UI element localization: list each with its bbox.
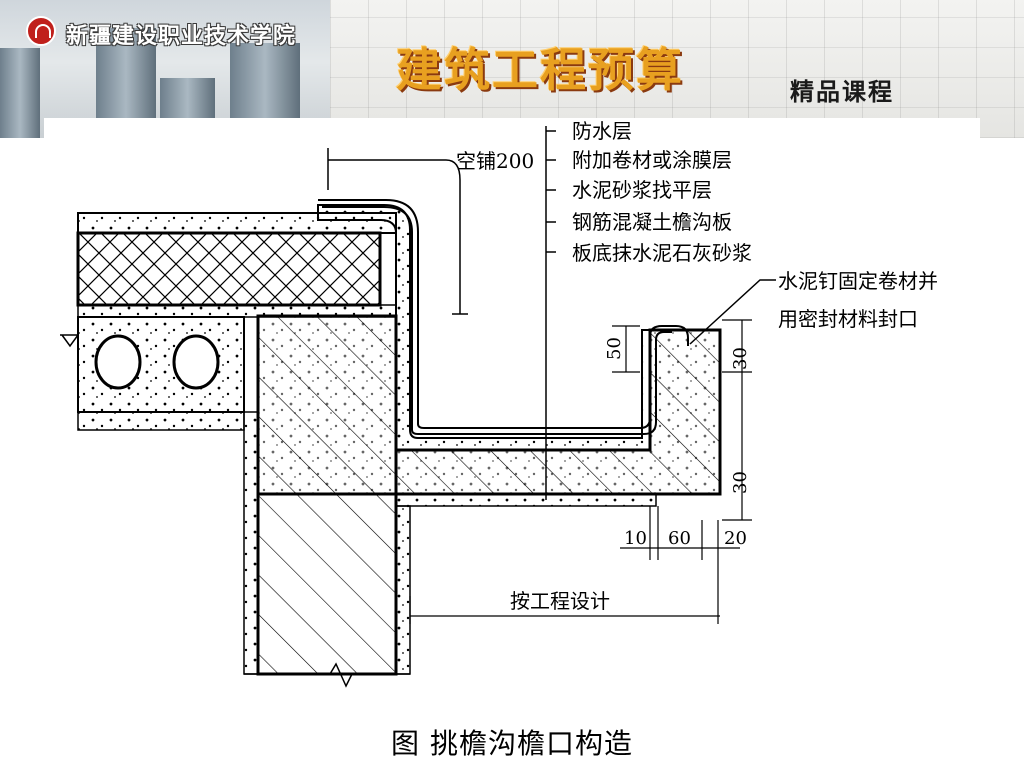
course-subtitle: 精品课程	[790, 77, 894, 106]
slab-void	[172, 334, 220, 390]
wall	[256, 492, 398, 676]
dim-bottom-lines	[620, 506, 740, 560]
dim-50: 50	[604, 337, 625, 360]
layer-label: 附加卷材或涂膜层	[572, 148, 732, 172]
building-image	[0, 48, 40, 138]
school-name: 新疆建设职业技术学院	[66, 24, 297, 49]
ceiling-plaster	[77, 411, 245, 431]
note-leader	[689, 279, 776, 345]
school-logo-icon	[26, 16, 56, 46]
waterproof-layer	[318, 199, 689, 429]
break-line	[244, 662, 410, 688]
layer-label: 板底抹水泥石灰砂浆	[572, 241, 752, 265]
additional-membrane	[322, 206, 672, 435]
layer-label: 防水层	[572, 119, 632, 143]
gutter-bottom-plaster	[395, 493, 657, 507]
wall-plaster-right	[395, 505, 411, 675]
dim-30-bottom: 30	[730, 471, 751, 494]
note-line-1: 水泥钉固定卷材并	[778, 269, 938, 293]
dim-10: 10	[624, 528, 647, 549]
dim-60: 60	[668, 528, 691, 549]
dim-20: 20	[724, 528, 747, 549]
dim-30-lines	[722, 319, 752, 521]
gutter-board-dots	[396, 330, 720, 494]
note-line-2: 用密封材料封口	[778, 307, 918, 331]
insulation-layer	[76, 231, 382, 307]
design-note: 按工程设计	[510, 589, 610, 613]
layer-label: 水泥砂浆找平层	[572, 178, 712, 202]
figure-caption: 图 挑檐沟檐口构造	[391, 727, 633, 760]
dim-50-line	[612, 325, 640, 373]
ring-beam-dots	[258, 316, 396, 494]
slab-void	[94, 334, 142, 390]
wall-plaster	[243, 411, 259, 675]
layer-label: 钢筋混凝土檐沟板	[572, 210, 732, 234]
blueprint-background	[330, 0, 1024, 138]
empty-paving-leader	[327, 148, 468, 315]
course-title: 建筑工程预算	[396, 43, 684, 97]
dim-30-top: 30	[730, 347, 751, 370]
label-empty-paving: 空铺200	[456, 149, 534, 173]
level-mark-icon	[60, 334, 79, 348]
design-dim-line	[409, 560, 720, 624]
